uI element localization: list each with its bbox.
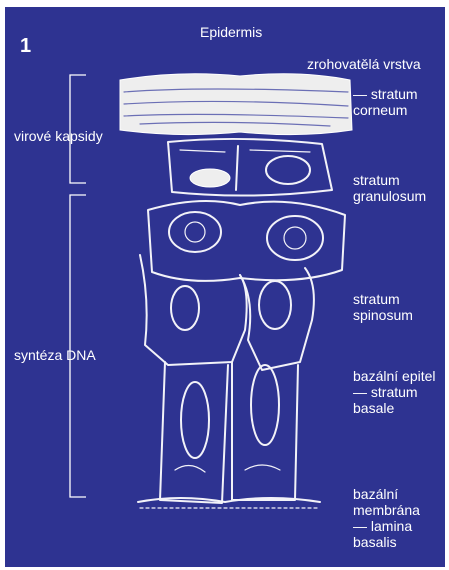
label-lamina-basalis: bazální membrána — lamina basalis bbox=[353, 486, 420, 550]
label-horny-layer: zrohovatělá vrstva bbox=[307, 56, 421, 72]
label-stratum-spinosum: stratum spinosum bbox=[353, 291, 413, 323]
spinous-layer-drawing bbox=[140, 201, 345, 370]
basal-layer-drawing bbox=[160, 362, 298, 503]
label-stratum-corneum: — stratum corneum bbox=[353, 86, 418, 118]
figure-title: Epidermis bbox=[200, 24, 262, 40]
granular-layer-drawing bbox=[168, 139, 332, 196]
bracket-dna-synthesis bbox=[70, 195, 86, 497]
label-stratum-basale: bazální epitel — stratum basale bbox=[353, 368, 436, 416]
label-viral-capsids: virové kapsidy bbox=[14, 128, 103, 144]
label-stratum-granulosum: stratum granulosum bbox=[353, 172, 426, 204]
label-dna-synthesis: syntéza DNA bbox=[14, 347, 96, 363]
basement-membrane-drawing bbox=[138, 498, 320, 508]
figure-number: 1 bbox=[20, 35, 31, 57]
cornified-layer-drawing bbox=[120, 74, 352, 135]
